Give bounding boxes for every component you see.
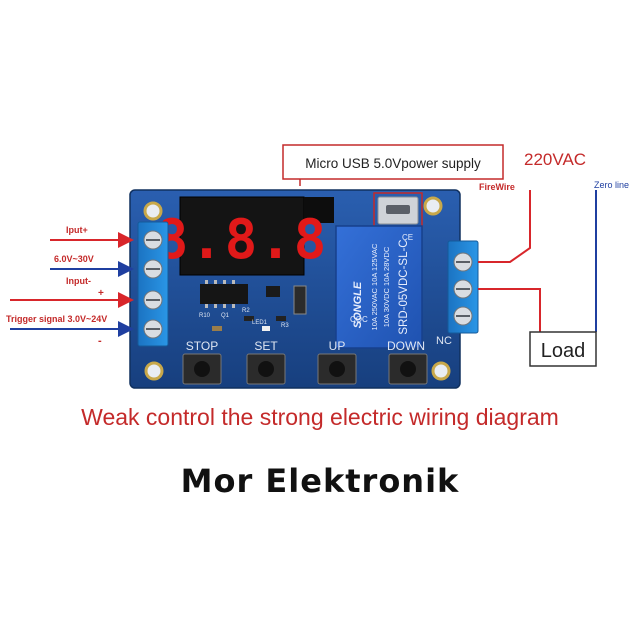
mount-hole [143,201,163,221]
mount-hole [423,196,443,216]
input-terminal-block [137,221,169,347]
relay: SONGLE 10A 250VAC 10A 125VAC 10A 30VDC 1… [335,225,423,349]
q1-label: Q1 [221,313,230,319]
nc-label: NC [436,335,452,347]
display-digits: 8.8.8 [156,208,329,271]
input-minus-label: Input- [66,276,91,286]
relay-rating-2: 10A 30VDC 10A 28VDC [382,246,391,327]
set-button-label: SET [254,339,278,353]
diagram-caption: Weak control the strong electric wiring … [81,404,559,430]
relay-cqc-mark: CQC [350,315,368,324]
ic-chip [200,280,248,308]
terminal-screw [143,290,163,310]
led1-label: LED1 [252,320,268,326]
micro-usb-port [377,196,419,225]
terminal-screw [453,279,473,299]
load-box [529,331,597,367]
led [262,326,270,331]
terminal-screw [143,259,163,279]
zero-line-label: Zero line [594,180,629,190]
stop-button-label: STOP [186,339,218,353]
relay-model: SRD-05VDC-SL-C [398,239,410,334]
relay-terminal-block [447,240,479,334]
terminal-screw [143,319,163,339]
relay-ce-mark: CE [402,233,413,242]
r10-label: R10 [199,313,211,319]
relay-brand: SONGLE [352,281,364,328]
mount-hole [431,361,451,381]
down-button[interactable]: DOWN [387,339,428,385]
seven-segment-display: 8.8.8 [156,196,334,276]
load-wiring [478,190,597,332]
transistor [266,286,280,297]
diode [293,285,307,315]
firewire-wire [478,190,531,263]
set-button[interactable]: SET [246,339,286,385]
r3-label: R3 [281,323,289,329]
load-label: Load [541,340,586,362]
r2-label: R2 [242,308,250,314]
terminal-screw [453,306,473,326]
voltage-label: 220VAC [524,150,586,169]
usb-callout-box [282,144,504,180]
down-button-label: DOWN [387,339,425,353]
usb-label: Micro USB 5.0Vpower supply [305,156,481,171]
smd-capacitor [212,326,222,331]
trigger-minus-sign: - [98,335,102,347]
trigger-plus-sign: + [98,288,104,299]
smd-resistor [244,316,254,321]
up-button-label: UP [329,339,346,353]
mount-hole [144,361,164,381]
input-wiring [10,232,134,337]
brand-name: Mor Elektronik [180,462,460,500]
up-button[interactable]: UP [317,339,357,385]
smd-resistor [276,316,286,321]
load-feed-wire [478,288,541,332]
terminal-screw [143,230,163,250]
stop-button[interactable]: STOP [182,339,222,385]
input-range-label: 6.0V~30V [54,254,94,264]
trigger-label: Trigger signal 3.0V~24V [6,314,107,324]
iput-plus-label: Iput+ [66,225,88,235]
firewire-label: FireWire [479,182,515,192]
relay-rating-1: 10A 250VAC 10A 125VAC [370,243,379,330]
terminal-screw [453,252,473,272]
